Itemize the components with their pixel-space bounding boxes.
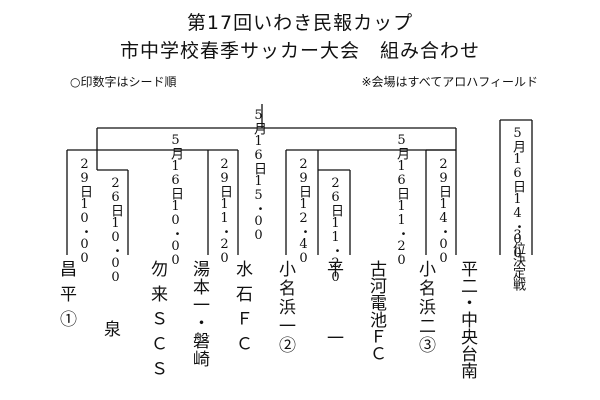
- semi-left-schedule: 5月16日10・00: [168, 133, 183, 267]
- title-line-2: 市中学校春季サッカー大会 組み合わせ: [119, 40, 480, 62]
- team-9: 小名浜二③: [415, 260, 435, 355]
- r1b-schedule: 26日10・00: [108, 176, 123, 284]
- team-2: 泉: [100, 320, 120, 345]
- seed-note: ○印数字はシード順: [70, 75, 177, 89]
- r1c-schedule: 29日11・20: [217, 157, 232, 265]
- team-5: 水石ＦＣ: [232, 260, 252, 360]
- r1f-schedule: 29日14・00: [436, 157, 451, 265]
- team-3: 勿来ＳＣＳ: [147, 260, 167, 385]
- semi-right-schedule: 5月16日11・20: [394, 133, 409, 267]
- team-10: 平二・中央台南: [457, 260, 477, 379]
- third-place-schedule: 5月16日14・00: [510, 126, 525, 260]
- r1a-schedule: 29日10・00: [77, 157, 92, 265]
- title-line-1: 第17回いわき民報カップ: [186, 12, 414, 34]
- third-place-label: 3位決定戦: [510, 228, 525, 290]
- team-6: 小名浜一②: [275, 260, 295, 355]
- r1d-schedule: 29日12・40: [296, 157, 311, 265]
- final-schedule: 5月16日15・00: [251, 108, 266, 242]
- team-1: 昌平①: [56, 260, 76, 335]
- team-8: 古河電池ＦＣ: [366, 260, 386, 362]
- r1e-schedule: 26日11・20: [328, 176, 343, 284]
- team-4: 湯本一・磐崎: [189, 260, 209, 368]
- team-7: 平一: [323, 260, 343, 398]
- venue-note: ※会場はすべてアロハフィールド: [361, 75, 539, 89]
